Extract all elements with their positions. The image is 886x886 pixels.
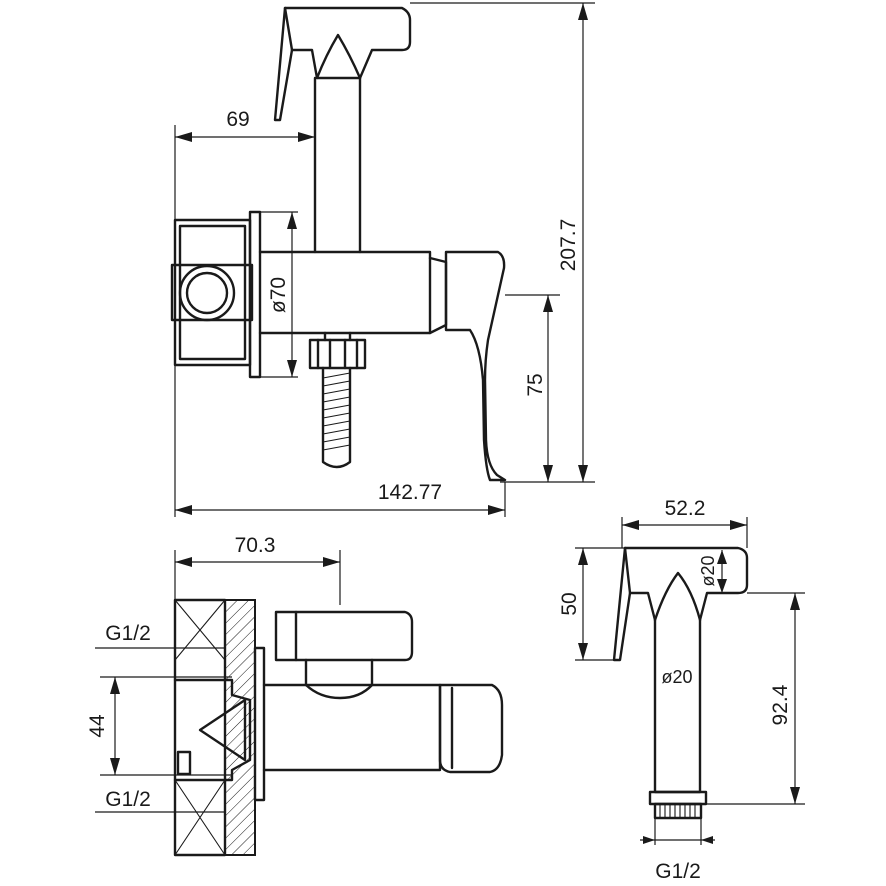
- hose: [321, 366, 352, 469]
- front-dimensions: 207.7 69 ø70 75 142.77: [174, 2, 595, 517]
- hose-ribs: [322, 372, 351, 451]
- cartridge-body: [173, 678, 252, 782]
- dim-shower-height: 50: [558, 592, 581, 615]
- side-view: [173, 598, 504, 857]
- holder-neck-curve: [304, 683, 374, 700]
- dim-shower-length: 92.4: [769, 684, 792, 725]
- hand-shower-view: [612, 546, 749, 820]
- shower-stem: [313, 76, 362, 254]
- dim-head-diameter: ø20: [698, 555, 718, 586]
- label-shower-thread: G1/2: [655, 860, 701, 883]
- label-thread-top: G1/2: [105, 622, 151, 645]
- shower-dimensions: 52.2 50 ø20 ø20 92.4 G1/2: [558, 497, 805, 883]
- shower-head: [273, 6, 412, 122]
- side-dimensions: 70.3 G1/2 44 G1/2: [86, 534, 341, 813]
- flange: [248, 210, 262, 379]
- dim-total-length: 142.77: [378, 481, 442, 504]
- mixer-body: [258, 250, 432, 335]
- outlet-nut-facets: [316, 338, 359, 370]
- shower-head-edge: [283, 6, 294, 52]
- holder-side: [274, 610, 414, 662]
- flange-side: [253, 646, 266, 802]
- holder-neck: [304, 658, 374, 687]
- lever-handle: [444, 250, 507, 482]
- front-view: [170, 6, 507, 482]
- dim-stem-diameter: ø20: [661, 667, 692, 687]
- dim-wall-depth: 70.3: [235, 534, 276, 557]
- outlet-neck: [323, 331, 352, 342]
- wall-box-inner: [178, 224, 247, 361]
- shower-thread-ribs: [659, 804, 696, 818]
- dim-shower-width: 52.2: [665, 497, 706, 520]
- dim-inlet-spacing: 44: [86, 714, 109, 738]
- shower-thread: [653, 802, 703, 820]
- handle-base: [428, 256, 448, 335]
- outlet-nut: [308, 338, 367, 370]
- wall-box-cross: [174, 599, 226, 856]
- shower-head-nozzle: [315, 33, 362, 80]
- shower-head-nozzle-detail: [653, 571, 702, 622]
- inlet-inner-ring: [185, 271, 229, 315]
- handle-side: [438, 683, 504, 774]
- dim-handle-drop: 75: [524, 373, 547, 396]
- dim-flange-diameter: ø70: [267, 277, 290, 313]
- label-thread-bottom: G1/2: [105, 788, 151, 811]
- inlet-outer-ring: [178, 264, 236, 322]
- cartridge-pin: [176, 750, 192, 776]
- dim-offset-69: 69: [226, 108, 249, 131]
- shower-nut: [648, 790, 708, 806]
- cartridge-cone: [198, 698, 247, 762]
- shower-head-left: [623, 546, 632, 595]
- dim-total-height: 207.7: [557, 219, 580, 272]
- shower-body: [612, 546, 749, 794]
